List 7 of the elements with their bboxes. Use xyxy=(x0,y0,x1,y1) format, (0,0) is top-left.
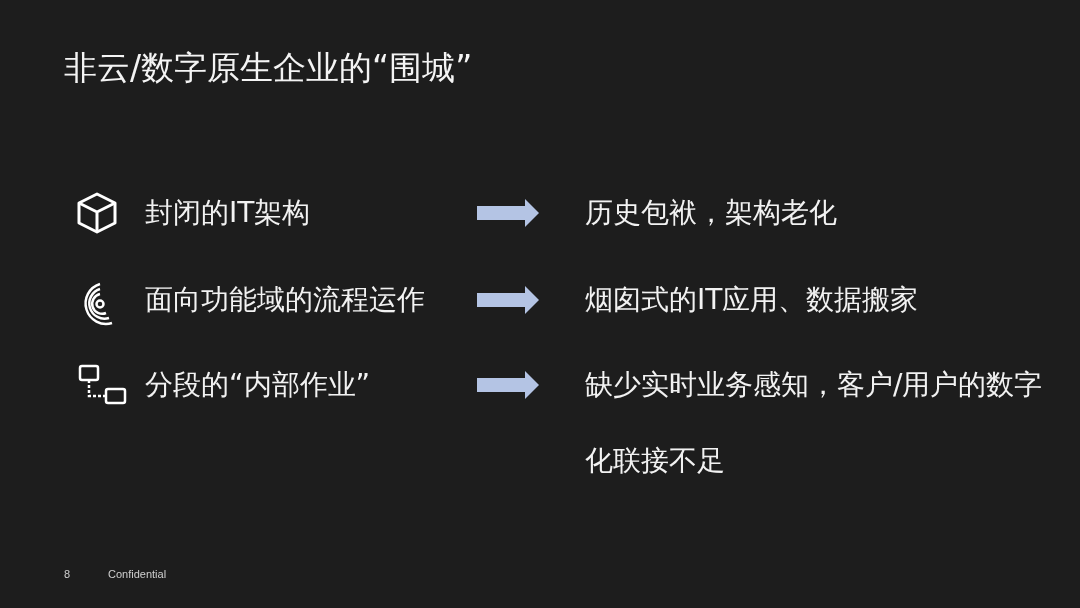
list-text: 烟囱式的IT应用、数据搬家 xyxy=(543,280,1063,320)
list-text: 缺少实时业务感知，客户/用户的数字化联接不足 xyxy=(543,347,1063,499)
list-text: 面向功能域的流程运作 xyxy=(145,280,473,320)
list-text: 历史包袱，架构老化 xyxy=(543,193,1063,233)
slide-title: 非云/数字原生企业的“围城” xyxy=(64,47,473,89)
footer-text: Confidential xyxy=(108,568,167,580)
page-number: 8 xyxy=(64,568,71,580)
